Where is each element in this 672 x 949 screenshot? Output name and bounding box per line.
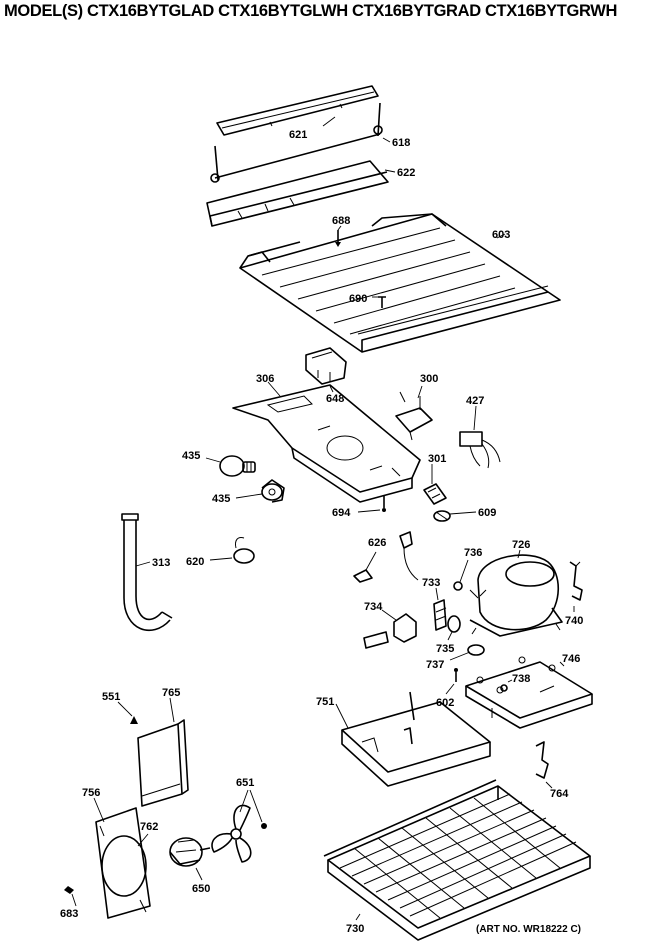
callout-435b: 435 <box>212 493 230 505</box>
switch-icon <box>395 391 433 441</box>
callout-301: 301 <box>428 453 446 465</box>
shelf-icon <box>239 213 561 353</box>
clip-icon <box>569 561 583 601</box>
page-title: MODEL(S) CTX16BYTGLAD CTX16BYTGLWH CTX16… <box>4 2 618 20</box>
base-plate-icon <box>465 656 593 729</box>
callout-694: 694 <box>332 507 351 519</box>
callout-751: 751 <box>316 696 334 708</box>
callout-737: 737 <box>426 659 444 671</box>
fan-bracket-icon <box>95 807 151 919</box>
shield-icon <box>206 160 389 227</box>
callout-690: 690 <box>349 293 367 305</box>
callout-435a: 435 <box>182 450 200 462</box>
shroud-icon <box>137 719 189 807</box>
callout-622: 622 <box>397 167 415 179</box>
bulb-icon <box>219 455 256 477</box>
connector-icon <box>459 431 501 469</box>
thermostat-icon <box>305 347 347 385</box>
callout-738: 738 <box>512 673 530 685</box>
art-number: (ART NO. WR18222 C) <box>476 924 582 935</box>
callout-306: 306 <box>256 373 274 385</box>
callout-300: 300 <box>420 373 438 385</box>
callout-602: 602 <box>436 697 454 709</box>
callout-618: 618 <box>392 137 410 149</box>
callout-756: 756 <box>82 787 100 799</box>
callout-620: 620 <box>186 556 204 568</box>
callout-734: 734 <box>364 601 383 613</box>
coil-icon <box>323 779 591 941</box>
callout-688: 688 <box>332 215 350 227</box>
relay-icon <box>353 531 419 583</box>
pan-icon <box>341 691 491 787</box>
start-relay-icon <box>363 613 417 649</box>
cap-icon <box>233 537 255 564</box>
callout-765: 765 <box>162 687 180 699</box>
callout-683: 683 <box>60 908 78 920</box>
compressor-icon <box>469 554 563 637</box>
callout-650: 650 <box>192 883 210 895</box>
callout-740: 740 <box>565 615 583 627</box>
callout-626: 626 <box>368 537 386 549</box>
callout-648: 648 <box>326 393 344 405</box>
callout-733: 733 <box>422 577 440 589</box>
housing-icon <box>232 384 421 503</box>
overload-icon <box>433 599 447 631</box>
callout-746: 746 <box>562 653 580 665</box>
socket-icon <box>261 479 285 503</box>
callout-764: 764 <box>550 788 569 800</box>
motor-icon <box>169 837 211 867</box>
callout-736: 736 <box>464 547 482 559</box>
callout-651: 651 <box>236 777 254 789</box>
bracket-icon <box>535 741 549 779</box>
callout-609: 609 <box>478 507 496 519</box>
fan-icon <box>211 804 267 863</box>
tube-icon <box>121 513 173 631</box>
callout-730: 730 <box>346 923 364 935</box>
bracket-icon <box>216 85 379 136</box>
clip-icon <box>433 510 451 522</box>
callout-762: 762 <box>140 821 158 833</box>
timer-icon <box>423 483 447 505</box>
callout-735: 735 <box>436 643 454 655</box>
callout-313: 313 <box>152 557 170 569</box>
callout-726: 726 <box>512 539 530 551</box>
callout-621: 621 <box>289 129 307 141</box>
callout-551: 551 <box>102 691 120 703</box>
callout-427: 427 <box>466 395 484 407</box>
callout-603: 603 <box>492 229 510 241</box>
rod-icon <box>210 102 383 183</box>
